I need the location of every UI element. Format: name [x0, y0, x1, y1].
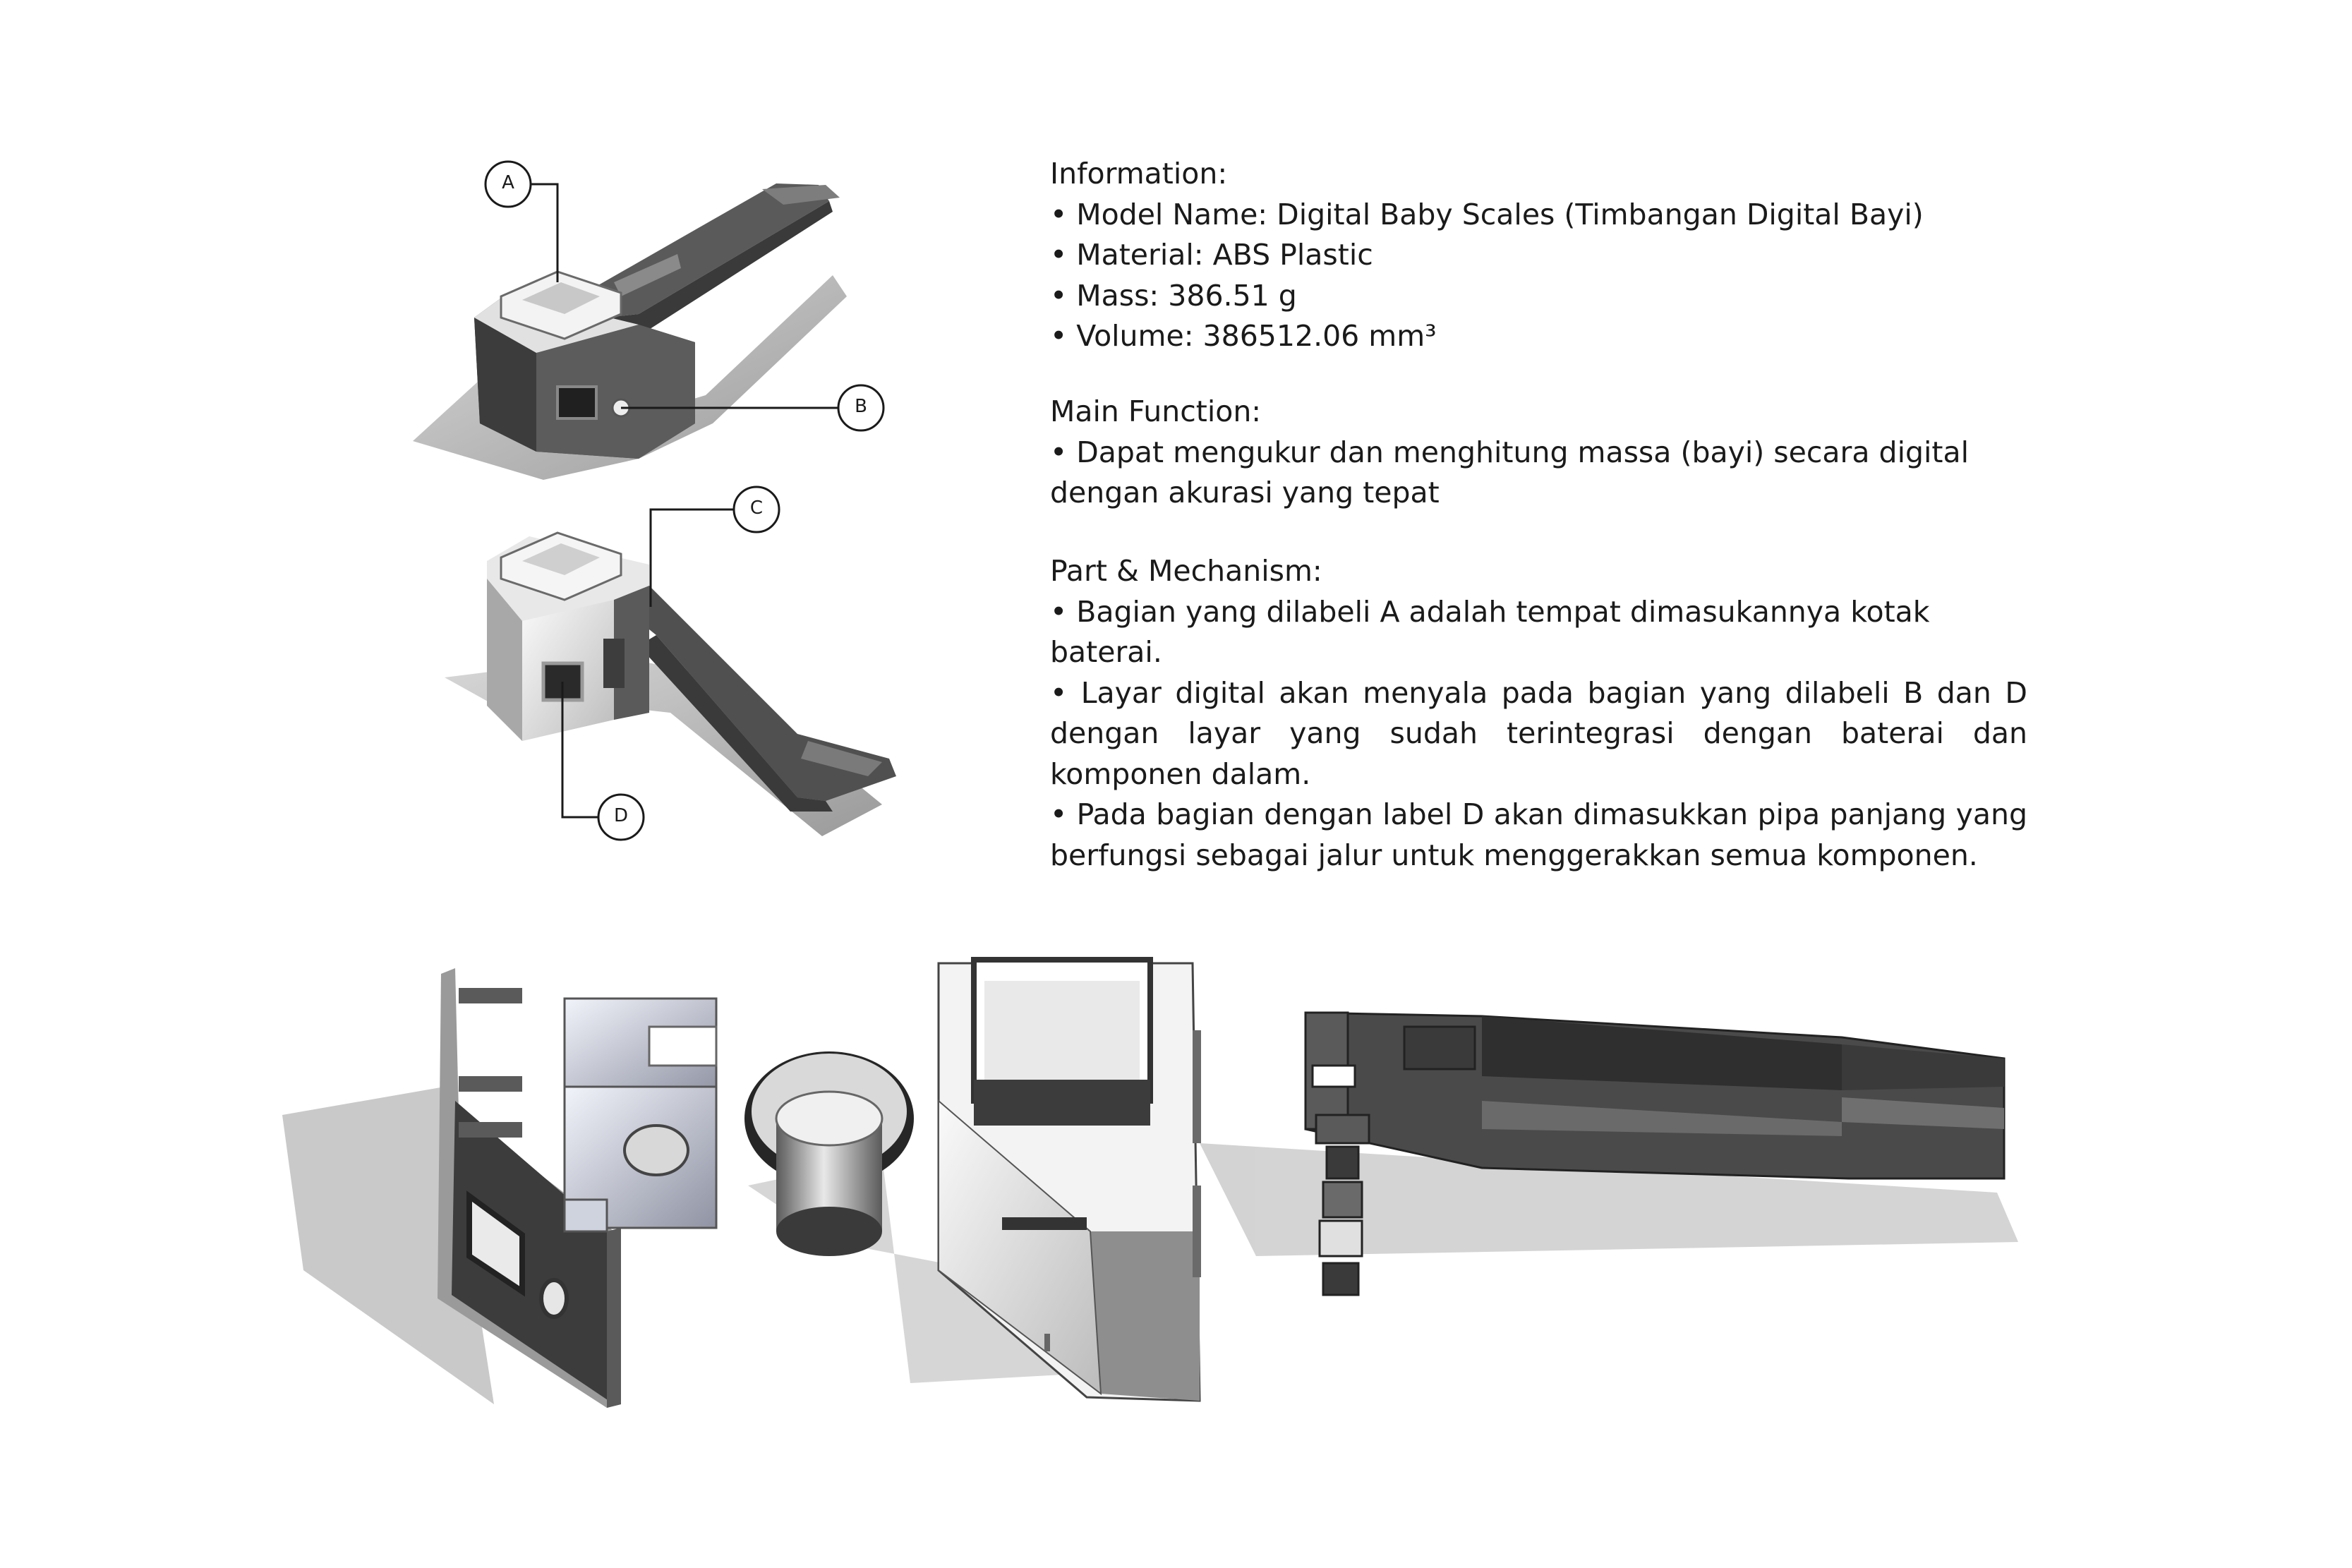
main-housing-part: [937, 957, 1201, 1402]
part-mechanism-item-b-d: • Layar digital akan menyala pada bagian…: [1050, 675, 2027, 791]
main-function-section: Main Function: • Dapat mengukur dan meng…: [1050, 392, 2027, 514]
main-function-heading: Main Function:: [1050, 394, 1262, 428]
arm-rail-part: [1304, 1011, 2006, 1296]
callout-d: [561, 682, 645, 841]
callout-c: [649, 486, 780, 607]
information-heading: Information:: [1050, 157, 1228, 191]
information-item-material: • Material: ABS Plastic: [1050, 238, 1373, 272]
information-item-volume: • Volume: 386512.06 mm³: [1050, 319, 1437, 353]
callout-b: [621, 384, 885, 432]
inner-bracket-part: [563, 997, 718, 1233]
part-mechanism-section: Part & Mechanism: • Bagian yang dilabeli…: [1050, 551, 2027, 876]
callout-label-c: C: [749, 497, 764, 519]
callout-a: [484, 160, 559, 282]
information-item-mass: • Mass: 386.51 g: [1050, 278, 1297, 313]
information-item-model: • Model Name: Digital Baby Scales (Timba…: [1050, 197, 1924, 231]
cylinder-knob-part: [744, 1051, 914, 1256]
main-function-text: • Dapat mengukur dan menghitung massa (b…: [1050, 435, 1969, 510]
callout-label-d: D: [613, 805, 629, 826]
isometric-view-top: [413, 183, 847, 480]
front-panel-part: [438, 968, 621, 1408]
callout-label-a: A: [502, 172, 514, 193]
part-mechanism-item-a: • Bagian yang dilabeli A adalah tempat d…: [1050, 594, 1930, 670]
callout-label-b: B: [855, 396, 867, 417]
isometric-view-bottom: [445, 531, 896, 836]
part-mechanism-item-d-pipe: • Pada bagian dengan label D akan dimasu…: [1050, 797, 2027, 872]
part-mechanism-heading: Part & Mechanism:: [1050, 554, 1322, 588]
information-section: Information: • Model Name: Digital Baby …: [1050, 154, 2027, 357]
